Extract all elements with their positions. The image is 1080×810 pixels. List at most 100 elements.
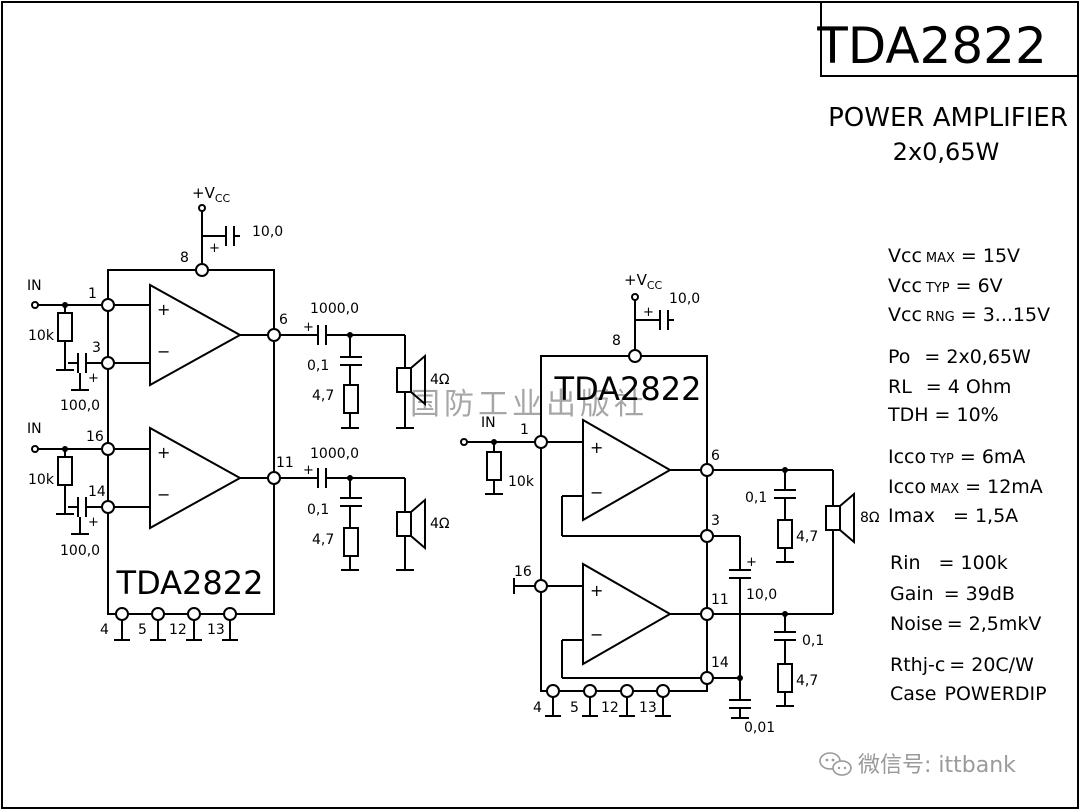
svg-text:8Ω: 8Ω (860, 510, 880, 526)
stereo-opamp-1 (149, 283, 243, 387)
svg-text:11: 11 (711, 592, 729, 608)
svg-text:−: − (157, 342, 170, 361)
svg-text:13: 13 (639, 700, 657, 716)
stereo-chip-body (107, 269, 275, 615)
svg-text:100,0: 100,0 (60, 543, 100, 559)
stereo-pin-14 (101, 500, 115, 514)
spec-rl: RL= 4 Ohm (888, 376, 1011, 398)
subtitle-line1: POWER AMPLIFIER (828, 103, 1068, 133)
title-block: TDA2822 (816, 1, 1079, 77)
stereo-vcc-label: +VCC (192, 184, 231, 205)
svg-text:4,7: 4,7 (312, 388, 334, 404)
svg-text:−: − (590, 625, 603, 644)
svg-text:14: 14 (711, 655, 729, 671)
bridge-vcc-label: +VCC (624, 271, 663, 292)
svg-text:8: 8 (612, 333, 621, 349)
bridge-pin-8 (628, 349, 642, 363)
stereo-cap-supply: 10,0 (252, 224, 283, 240)
svg-text:3: 3 (711, 513, 720, 529)
svg-text:6: 6 (711, 448, 720, 464)
svg-text:+: + (590, 581, 603, 600)
svg-text:+: + (209, 241, 220, 256)
svg-text:8: 8 (180, 250, 189, 266)
wechat-icon (819, 752, 852, 776)
bridge-pin-6 (700, 463, 714, 477)
bridge-chip-label: TDA2822 (554, 370, 702, 408)
stereo-pin-8 (195, 263, 209, 277)
svg-text:10k: 10k (28, 472, 55, 488)
bridge-input-terminal (460, 438, 468, 446)
bridge-speaker (825, 505, 841, 531)
svg-text:5: 5 (138, 622, 147, 638)
stereo-pin-6 (267, 328, 281, 342)
bridge-pin-1 (534, 435, 548, 449)
stereo-speaker-2 (396, 511, 412, 537)
svg-text:100,0: 100,0 (60, 398, 100, 414)
bridge-opamp-1 (582, 418, 673, 522)
bridge-pin-16 (534, 579, 548, 593)
stereo-input-2-resistor (57, 456, 73, 486)
svg-text:+: + (303, 463, 314, 478)
stereo-input-2-terminal (31, 445, 39, 453)
svg-text:16: 16 (514, 564, 532, 580)
svg-text:16: 16 (86, 429, 104, 445)
svg-text:0,1: 0,1 (307, 358, 329, 374)
subtitle-line2: 2x0,65W (893, 138, 1000, 166)
bridge-input-resistor (486, 451, 502, 481)
svg-text:−: − (157, 485, 170, 504)
bridge-circuit: TDA2822 +− +− +VCC + 10,0 8 IN (460, 271, 880, 736)
wechat-id: 微信号: ittbank (858, 753, 1016, 778)
svg-text:0,1: 0,1 (307, 502, 329, 518)
svg-text:4Ω: 4Ω (430, 372, 450, 388)
spec-tdh: TDH= 10% (887, 404, 999, 426)
svg-text:10k: 10k (28, 328, 55, 344)
svg-text:+: + (88, 515, 99, 530)
stereo-input-2-label: IN (27, 421, 42, 437)
svg-text:4,7: 4,7 (796, 529, 818, 545)
svg-text:13: 13 (207, 622, 225, 638)
svg-text:10,0: 10,0 (746, 587, 777, 603)
svg-text:+: + (157, 443, 170, 462)
svg-text:4,7: 4,7 (796, 673, 818, 689)
stereo-chip-label: TDA2822 (116, 564, 264, 602)
stereo-input-1-label: IN (27, 278, 42, 294)
spec-rin: Rin= 100k (890, 552, 1008, 574)
svg-text:+: + (88, 371, 99, 386)
svg-text:+: + (746, 555, 757, 570)
bridge-pin-3 (700, 529, 714, 543)
svg-text:+: + (590, 438, 603, 457)
svg-text:12: 12 (169, 622, 187, 638)
svg-text:1: 1 (88, 286, 97, 302)
stereo-pin-11 (267, 471, 281, 485)
stereo-input-1-resistor (57, 312, 73, 342)
svg-text:4: 4 (533, 700, 542, 716)
svg-text:12: 12 (601, 700, 619, 716)
svg-text:+: + (643, 305, 654, 320)
stereo-opamp-2 (149, 426, 243, 530)
svg-text:6: 6 (279, 312, 288, 328)
svg-text:4: 4 (100, 622, 109, 638)
svg-text:10k: 10k (508, 474, 535, 490)
svg-text:0,1: 0,1 (745, 490, 767, 506)
spec-rthj: Rthj-c= 20C/W (890, 654, 1034, 676)
spec-po: Po= 2x0,65W (888, 346, 1031, 368)
stereo-circuit: TDA2822 +− +− +VCC + 10,0 8 1 3 16 14 (27, 184, 450, 641)
stereo-speaker-1 (396, 367, 412, 393)
bridge-cap-supply: 10,0 (669, 291, 700, 307)
bridge-pin-11 (700, 607, 714, 621)
svg-text:1000,0: 1000,0 (310, 301, 359, 317)
svg-text:−: − (590, 483, 603, 502)
svg-text:1000,0: 1000,0 (310, 446, 359, 462)
svg-text:4,7: 4,7 (312, 532, 334, 548)
bridge-pin-14 (700, 671, 714, 685)
spec-noise: Noise= 2,5mkV (890, 613, 1041, 635)
